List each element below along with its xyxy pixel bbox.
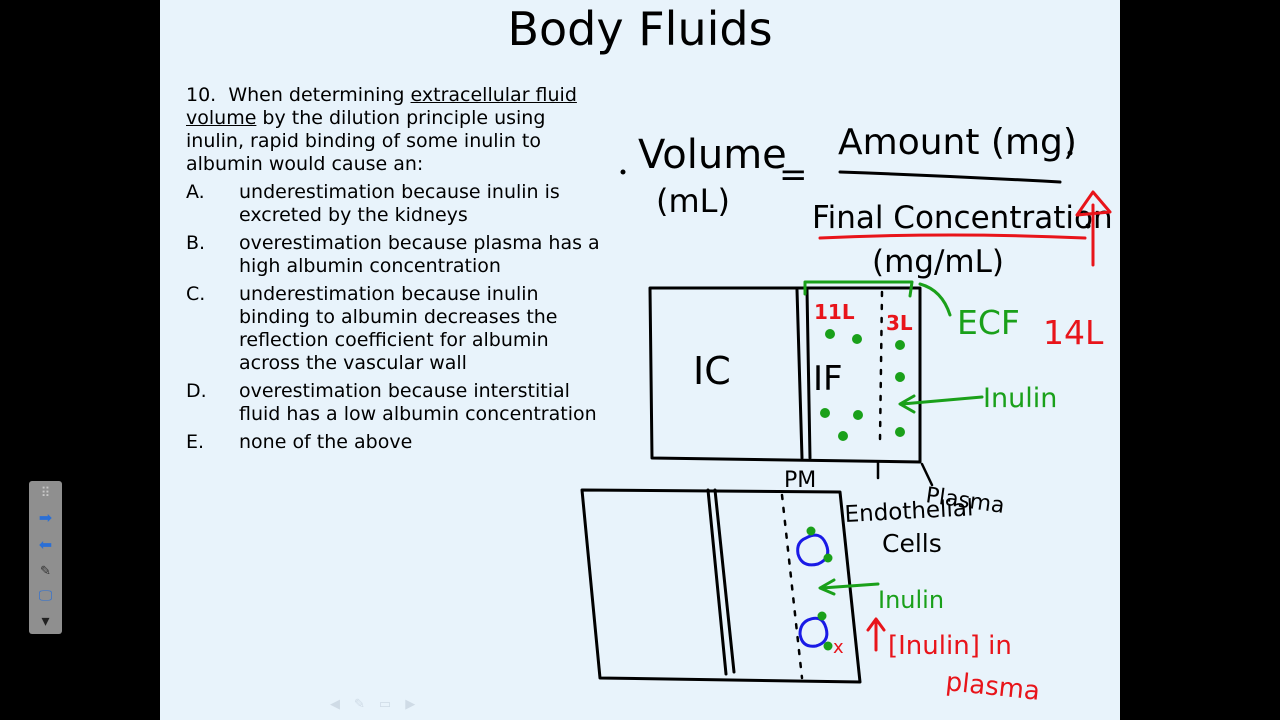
next-slide-icon[interactable]: ▶: [405, 696, 415, 712]
presentation-toolbar: ⠿ ➡ ⬅ ✎ 🖵 ▾: [29, 481, 62, 634]
pm-label: PM: [784, 468, 816, 493]
fraction-bar: [840, 172, 1060, 182]
volume-label: Volume: [638, 132, 787, 178]
pen-options-icon[interactable]: ✎: [33, 561, 58, 581]
ink-tick: [922, 464, 932, 485]
concentration-unit: (mg/mL): [872, 244, 1004, 280]
albumin-molecule: [798, 535, 828, 565]
dropdown-icon[interactable]: ▾: [33, 611, 58, 631]
inulin-label: Inulin: [983, 383, 1057, 414]
screen-icon[interactable]: 🖵: [33, 585, 58, 605]
volume-3l: 3L: [886, 311, 913, 335]
capillary-wall-dotted: [880, 292, 882, 440]
inulin-arrow: [900, 396, 982, 412]
cells-label: Cells: [882, 529, 942, 558]
ic-label: IC: [693, 349, 731, 393]
equals-sign: =: [779, 155, 808, 195]
arrow-left-icon[interactable]: ⬅: [33, 535, 58, 555]
final-concentration-label: Final Concentration: [812, 200, 1113, 236]
endothelial-label: Endothelial: [844, 495, 974, 528]
inulin-concentration-label: [Inulin] in: [888, 631, 1012, 661]
slide-menu-icon[interactable]: ▭: [379, 696, 391, 712]
amount-label: Amount (mg): [838, 122, 1077, 163]
ecf-label: ECF: [957, 303, 1020, 342]
slide-navigation: ◀ ✎ ▭ ▶: [330, 696, 415, 712]
ink-drawing: Volume (mL) = Amount (mg) Final Concentr…: [160, 0, 1120, 720]
compartment-box: [582, 490, 860, 682]
volume-11l: 11L: [814, 300, 855, 324]
endothelial-wall-dotted: [782, 495, 802, 678]
ecf-pointer: [920, 284, 950, 315]
in-plasma-label: plasma: [944, 667, 1041, 707]
ink-dot: [1068, 151, 1073, 156]
previous-slide-icon[interactable]: ◀: [330, 696, 340, 712]
cell-membrane-line: [807, 290, 810, 458]
cell-membrane-line: [797, 290, 802, 458]
ink-dot: [1086, 224, 1091, 229]
ink-dot: [621, 170, 626, 175]
red-underline: [820, 235, 1085, 238]
if-label: IF: [813, 359, 843, 399]
grid-icon[interactable]: ⠿: [33, 483, 58, 503]
albumin-molecule: [800, 618, 827, 646]
volume-unit: (mL): [656, 182, 730, 220]
arrow-right-icon[interactable]: ➡: [33, 508, 58, 528]
ecf-volume: 14L: [1043, 313, 1104, 352]
inulin-label-2: Inulin: [878, 586, 944, 614]
pen-icon[interactable]: ✎: [354, 696, 365, 712]
slide: Body Fluids 10. When determining extrace…: [160, 0, 1120, 720]
red-increase-arrow: [868, 619, 884, 650]
x-mark: x: [833, 637, 844, 658]
